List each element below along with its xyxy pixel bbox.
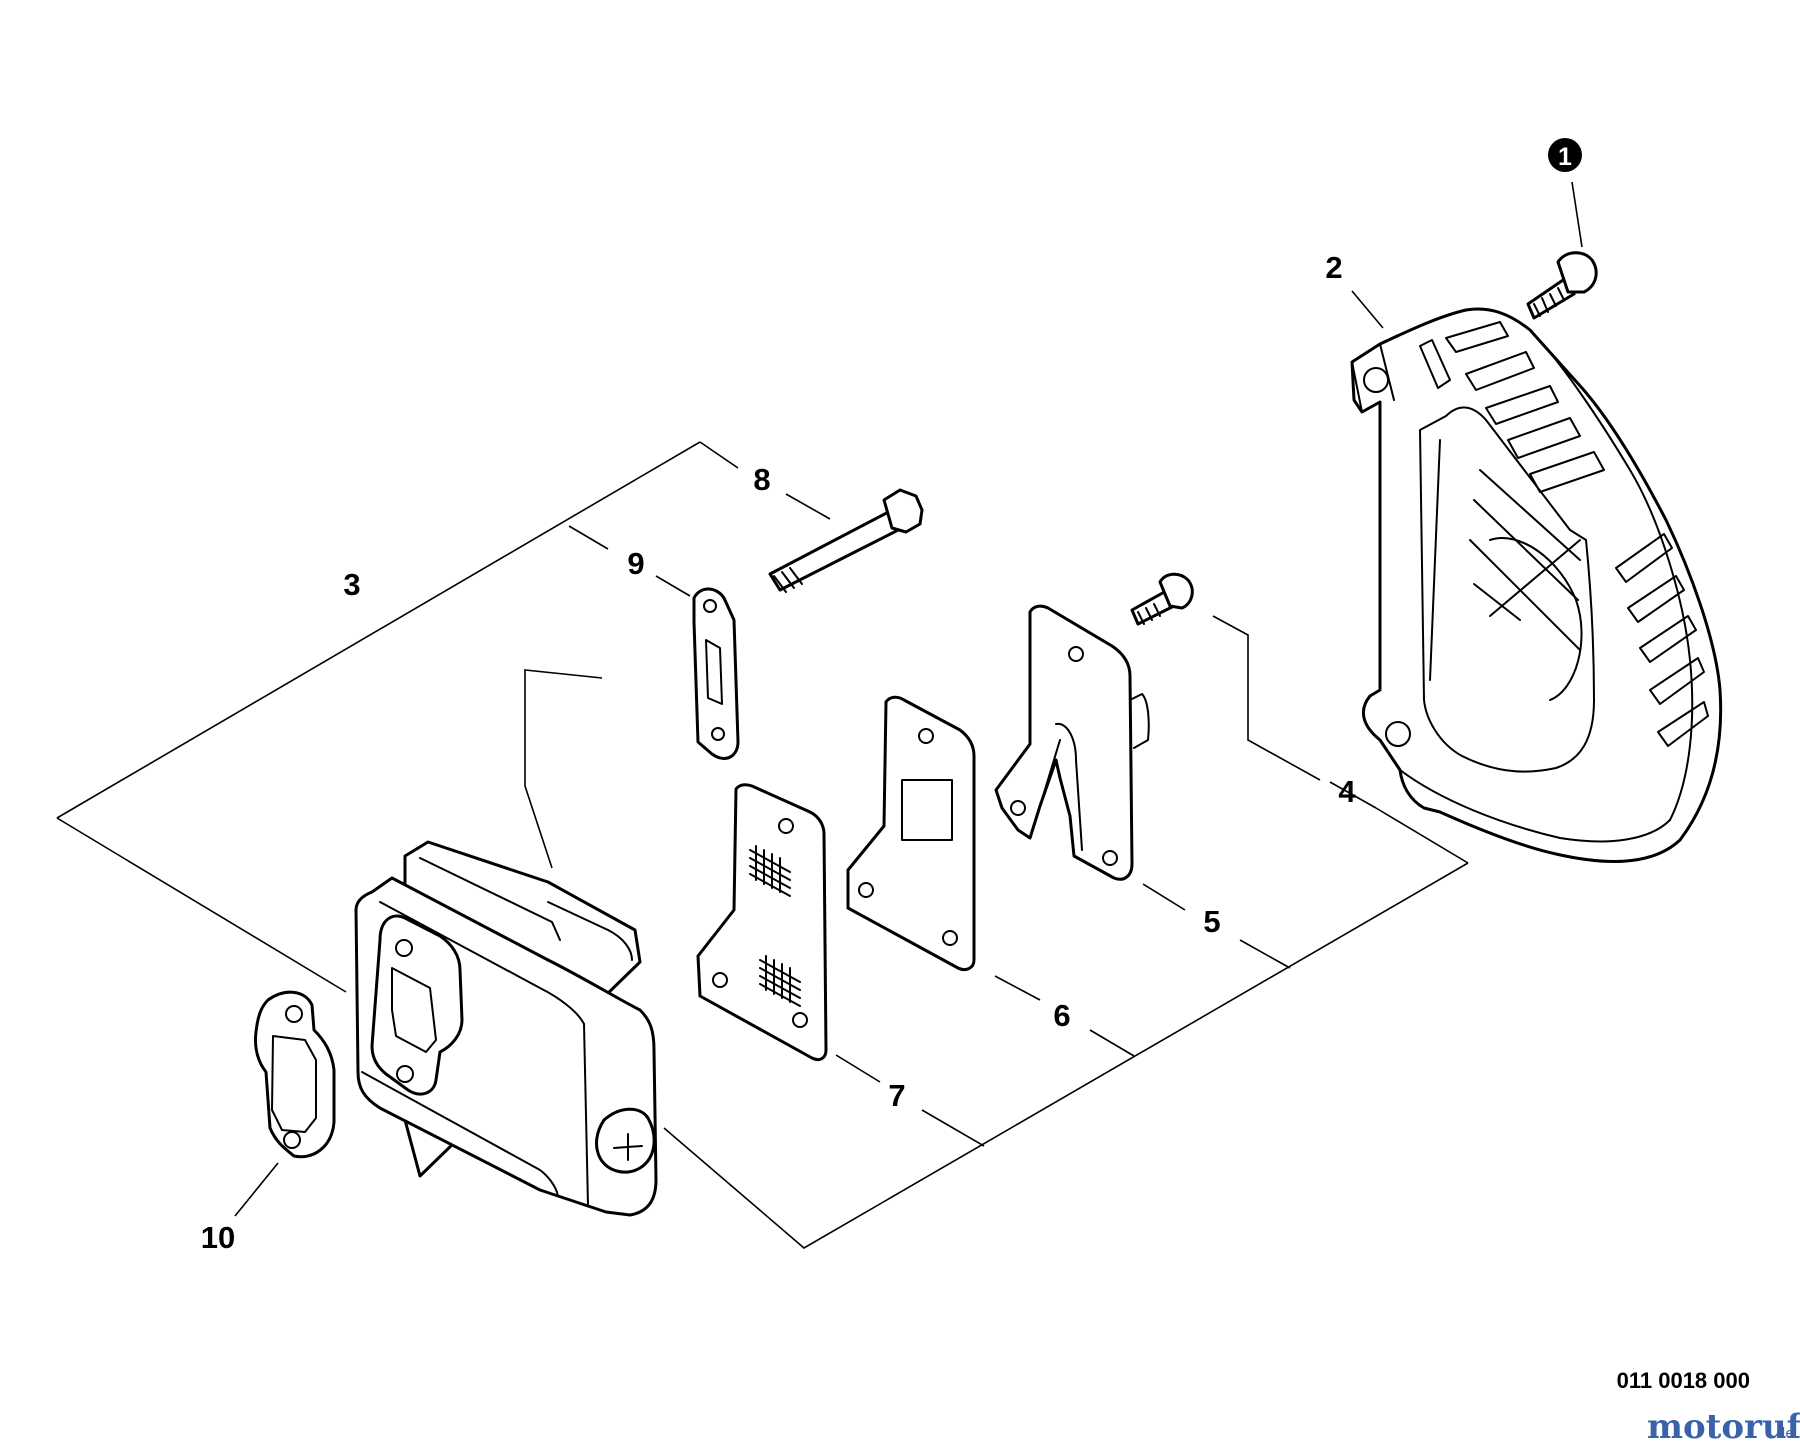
cover-screw-part — [1526, 251, 1598, 320]
muffler-part — [354, 840, 658, 1217]
callout-5: 5 — [1203, 904, 1220, 939]
callout-8: 8 — [753, 462, 770, 497]
leader-lines — [56, 181, 1583, 1249]
muffler-cover-part — [1350, 307, 1723, 863]
callout-2: 2 — [1325, 250, 1342, 285]
callout-10: 10 — [201, 1220, 235, 1255]
watermark-logo: motoruf .de — [1647, 1407, 1800, 1444]
screw-part — [1130, 572, 1194, 626]
callout-7: 7 — [888, 1078, 905, 1113]
watermark-main: motoruf — [1647, 1407, 1800, 1444]
shield-plate-part — [846, 695, 976, 972]
callout-1-marker — [1548, 138, 1582, 172]
callout-9: 9 — [627, 546, 644, 581]
drawing-number: 011 0018 000 — [1617, 1368, 1750, 1393]
callout-1: 1 — [1558, 143, 1572, 171]
callout-labels: 1 2 3 4 5 6 7 8 9 10 — [201, 138, 1582, 1255]
locking-plate-part — [692, 587, 740, 760]
callout-6: 6 — [1053, 998, 1070, 1033]
callout-4: 4 — [1338, 774, 1356, 809]
gasket-part — [254, 990, 336, 1159]
bolt-part — [768, 488, 924, 593]
screen-plate-part — [696, 783, 828, 1062]
bracket-part — [994, 604, 1150, 881]
watermark-suffix: .de — [1772, 1426, 1794, 1442]
callout-3: 3 — [343, 567, 360, 602]
